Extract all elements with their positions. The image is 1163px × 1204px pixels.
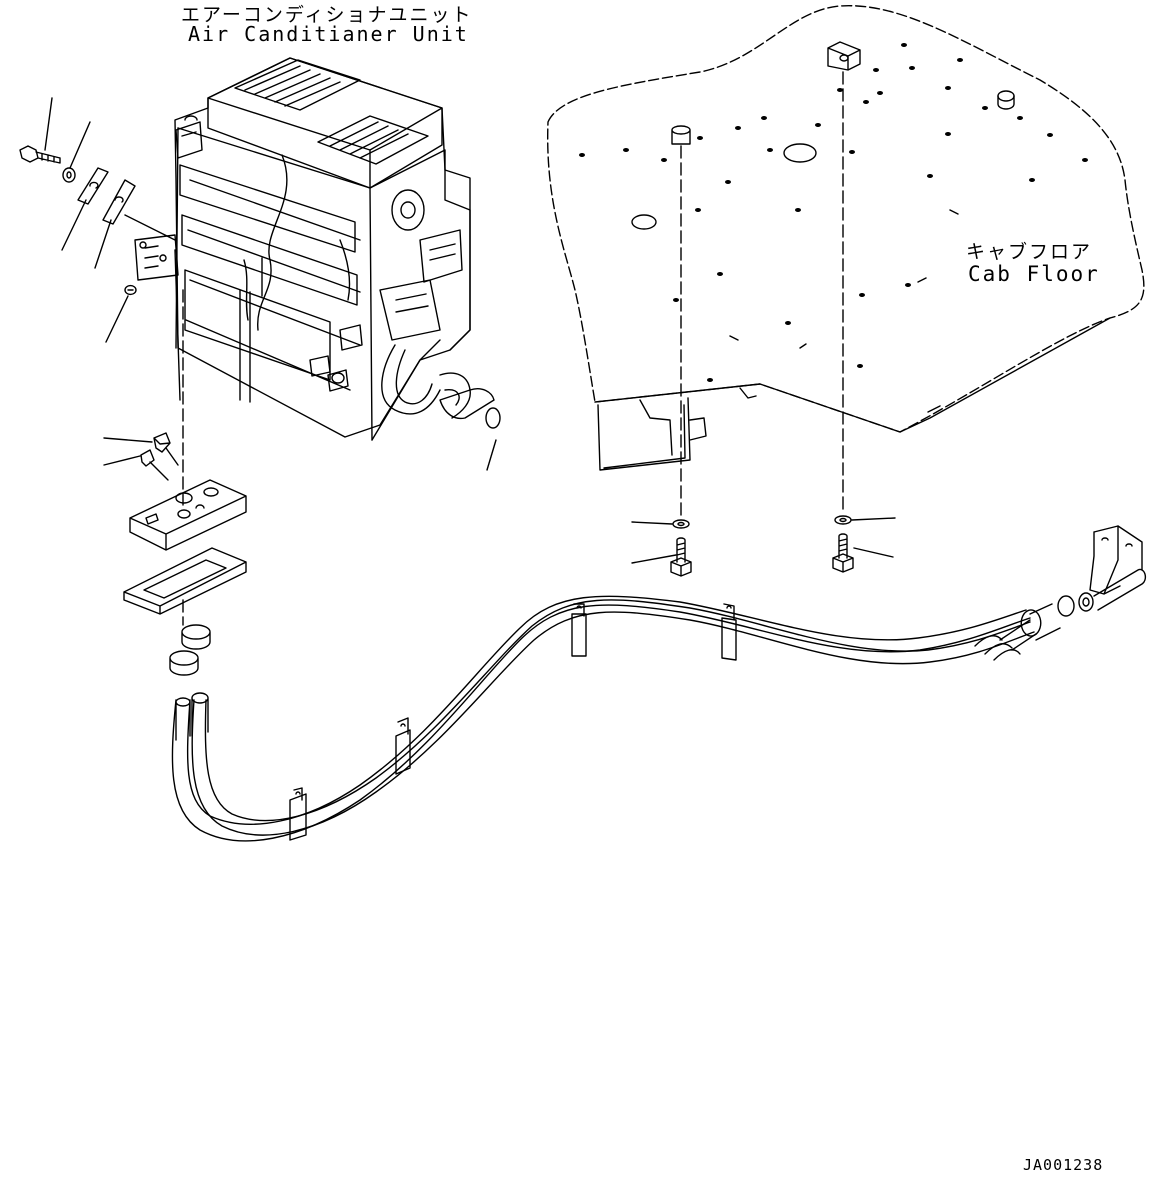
hose-coupling: [975, 620, 1036, 660]
ac-drain-outlet: [440, 389, 494, 419]
duct-gasket: [124, 548, 246, 614]
ac-drain-hose: [382, 345, 470, 418]
ac-vent-right: [318, 116, 428, 164]
leader-bolt-ac: [45, 98, 52, 150]
hose-clamp-2: [396, 718, 410, 774]
hose-clamp-1: [290, 788, 306, 840]
return-pipe: [1094, 569, 1145, 610]
leader-nut-ac: [106, 296, 128, 342]
washer-right-hole: [840, 519, 846, 522]
floor-large-hole: [784, 144, 816, 162]
floor-boss-side: [998, 96, 1014, 109]
hose-nut-2-hole: [1083, 598, 1089, 606]
fasteners-left: [20, 98, 175, 342]
ac-side-tabs: [310, 325, 362, 391]
duct-clamp-1: [182, 625, 210, 649]
duct-clamp-2: [170, 651, 198, 675]
ac-bracket: [135, 235, 178, 280]
floor-mount-right: [828, 42, 860, 70]
leader-bolt-right: [854, 548, 893, 557]
air-conditioner-unit: [135, 58, 500, 470]
ac-blower-hub: [401, 202, 415, 218]
air-conditioner-label-en: Air Canditianer Unit: [188, 22, 469, 46]
cab-floor-label-jp: キャブフロア: [966, 241, 1093, 263]
leader-washer-left: [632, 522, 672, 524]
floor-mount-left: [672, 126, 690, 144]
pipe-bracket-holes: [1102, 538, 1132, 546]
grommet-lines: [150, 448, 178, 480]
duct-assembly: [104, 290, 246, 675]
ac-front-panels: [180, 165, 357, 402]
bolt-right: [833, 534, 853, 572]
duct-plate-upper-holes: [146, 488, 218, 524]
floor-holes: [579, 43, 1088, 382]
ac-side-port: [332, 373, 344, 383]
floor-mount-right-hole: [840, 55, 848, 61]
hose-outer-2: [192, 612, 1034, 835]
cab-floor-outline: [548, 6, 1144, 432]
nut-ac: [125, 286, 136, 295]
leader-plate-1: [62, 200, 86, 250]
drawing-code: JA001238: [1023, 1156, 1104, 1174]
hose-outer-1: [172, 605, 1030, 841]
grommet-2: [141, 450, 154, 466]
hose-end-1: [176, 698, 190, 740]
floor-large-hole-2: [632, 215, 656, 229]
floor-boss: [998, 91, 1014, 101]
leader-grommet-1: [104, 438, 152, 442]
hose-clamp-4: [722, 604, 736, 660]
ac-harness: [175, 155, 350, 400]
leader-grommet-2: [104, 456, 140, 465]
ac-top-left-port: [176, 116, 202, 158]
air-conditioner-label-jp: エアーコンディショナユニット: [181, 4, 473, 26]
hose-nut-1: [1058, 596, 1074, 616]
duct-hoses: [172, 526, 1145, 841]
hose-clamp-3: [572, 604, 586, 656]
ac-actuator: [380, 230, 462, 340]
leader-washer-ac: [70, 122, 90, 168]
ac-drain-cap: [486, 408, 500, 428]
leader-plate-2: [95, 220, 111, 268]
hose-inner-2: [205, 600, 1030, 821]
cab-floor-lip: [740, 388, 756, 398]
pipe-bracket: [1090, 526, 1142, 594]
washer-ac: [63, 168, 75, 182]
hose-nut-2: [1079, 593, 1093, 611]
washer-right: [835, 516, 851, 524]
leader-bracket: [125, 215, 175, 240]
plate-ac-1: [78, 168, 108, 204]
leader-bolt-left: [632, 555, 676, 563]
bolt-ac: [20, 146, 60, 163]
hose-band: [1021, 604, 1060, 640]
washer-left-hole: [678, 523, 684, 526]
ac-side-face: [370, 150, 470, 440]
washer-ac-hole: [67, 172, 71, 178]
cab-floor-lip-2: [928, 406, 940, 412]
hose-end-2: [192, 693, 208, 736]
cab-floor-step: [598, 398, 706, 470]
bolt-left: [671, 538, 691, 576]
cab-floor-label-en: Cab Floor: [968, 262, 1100, 286]
leader-washer-right: [852, 518, 895, 520]
ac-top-box: [208, 58, 442, 188]
washer-left: [673, 520, 689, 528]
leader-drain-cap: [487, 440, 496, 470]
ac-front-face: [176, 128, 372, 440]
duct-plate-upper: [130, 480, 246, 550]
floor-marks: [730, 210, 958, 348]
ac-body-outline: [175, 58, 470, 437]
ac-vent-left: [235, 60, 360, 110]
ac-bracket-holes: [140, 242, 166, 261]
hose-inner-1: [188, 596, 1026, 824]
cab-floor: [548, 6, 1144, 576]
cab-floor-edge: [595, 318, 1110, 432]
ac-blower-motor: [392, 190, 424, 230]
